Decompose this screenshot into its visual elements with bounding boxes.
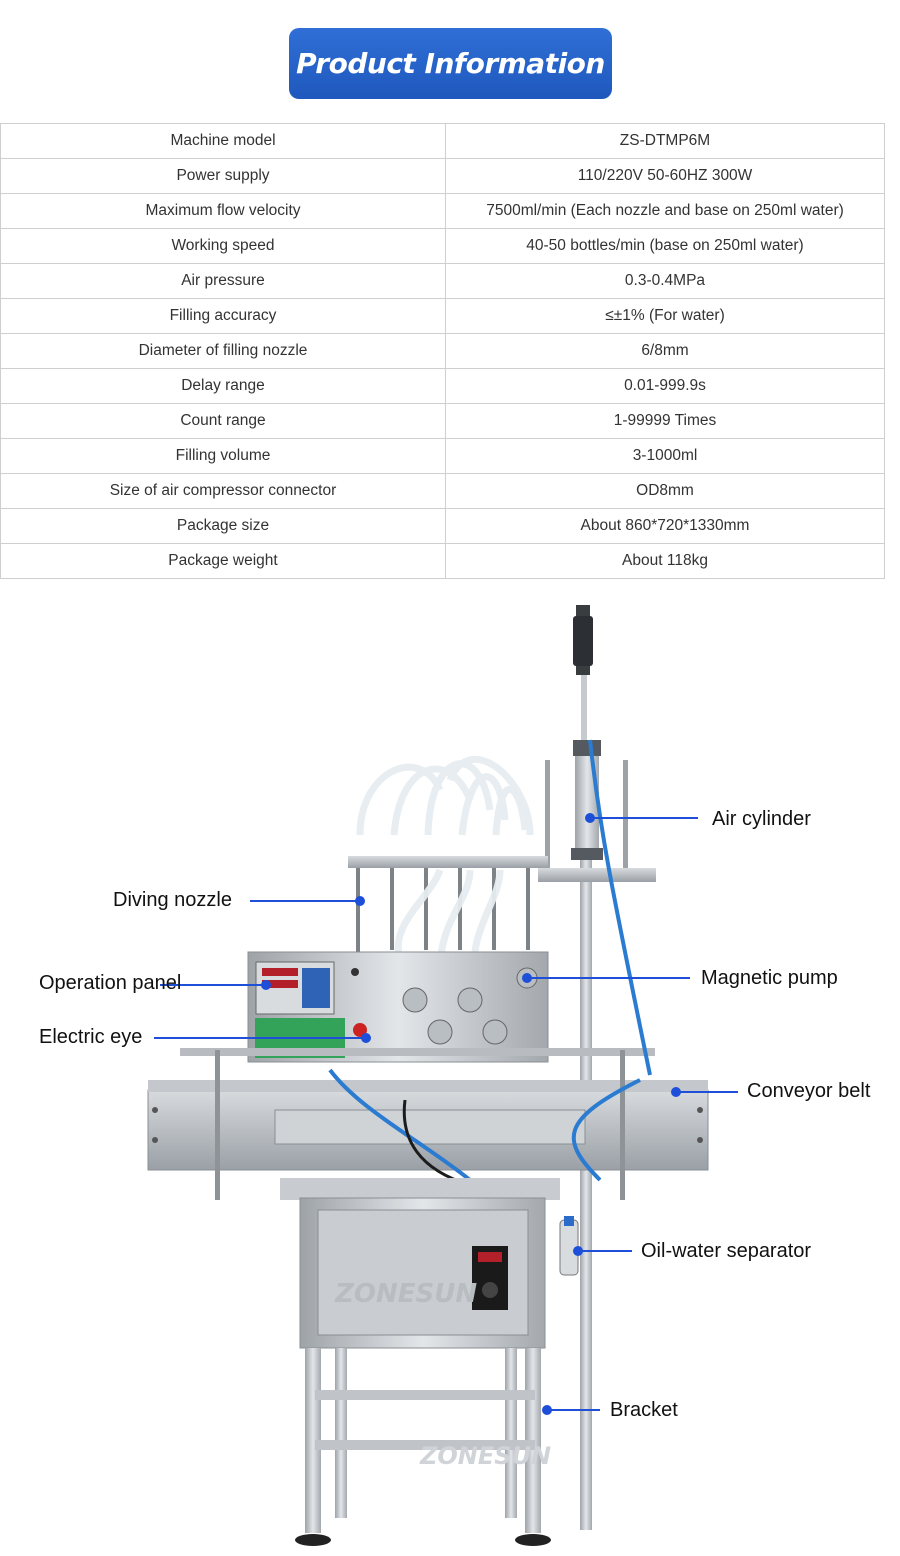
spec-label: Delay range [0,368,446,404]
conveyor [147,739,709,1200]
spec-label: Size of air compressor connector [0,473,446,509]
spec-label: Diameter of filling nozzle [0,333,446,369]
cabinet: ZONESUN [280,1178,579,1349]
spec-label: Count range [0,403,446,439]
spec-value: 6/8mm [445,333,885,369]
callout-electric-eye: Electric eye [39,1026,143,1048]
spec-label: Air pressure [0,263,446,299]
spec-value: 7500ml/min (Each nozzle and base on 250m… [445,193,885,229]
product-information-banner: Product Information [289,28,612,99]
spec-label: Machine model [0,123,446,159]
callout-operation-panel: Operation panel [39,972,182,994]
callout-conveyor-belt: Conveyor belt [747,1080,871,1102]
spec-label: Working speed [0,228,446,264]
callout-diving-nozzle: Diving nozzle [113,889,232,911]
spec-label: Package weight [0,543,446,579]
watermark-lower: ZONESUN [419,1442,551,1470]
spec-value: 0.3-0.4MPa [445,263,885,299]
spec-value: About 118kg [445,543,885,579]
spec-value: 110/220V 50-60HZ 300W [445,158,885,194]
pump-control-box [247,951,549,1063]
air-cylinder-assembly [538,605,656,1530]
table-row: Filling accuracy≤±1% (For water) [0,298,885,334]
spec-label: Maximum flow velocity [0,193,446,229]
spec-value: About 860*720*1330mm [445,508,885,544]
watermark: ZONESUN [334,1279,477,1309]
callout-lines [154,813,738,1415]
diving-nozzle-assembly [348,755,548,972]
callout-air-cylinder: Air cylinder [712,808,811,830]
spec-label: Filling accuracy [0,298,446,334]
spec-label: Filling volume [0,438,446,474]
spec-value: OD8mm [445,473,885,509]
spec-value: 40-50 bottles/min (base on 250ml water) [445,228,885,264]
callout-oil-water-separator: Oil-water separator [641,1240,812,1262]
spec-value: 3-1000ml [445,438,885,474]
machine-illustration: ZONESUN ZONESUN [147,605,738,1546]
spec-value: 0.01-999.9s [445,368,885,404]
callout-magnetic-pump: Magnetic pump [701,967,838,989]
callout-bracket: Bracket [610,1399,678,1421]
spec-label: Power supply [0,158,446,194]
spec-value: ZS-DTMP6M [445,123,885,159]
machine-diagram: ZONESUN ZONESUN Air cylinder Diving n [0,580,900,1556]
spec-value: ≤±1% (For water) [445,298,885,334]
spec-value: 1-99999 Times [445,403,885,439]
banner-title: Product Information [296,47,605,80]
bracket-frame: ZONESUN [295,1348,551,1546]
spec-label: Package size [0,508,446,544]
